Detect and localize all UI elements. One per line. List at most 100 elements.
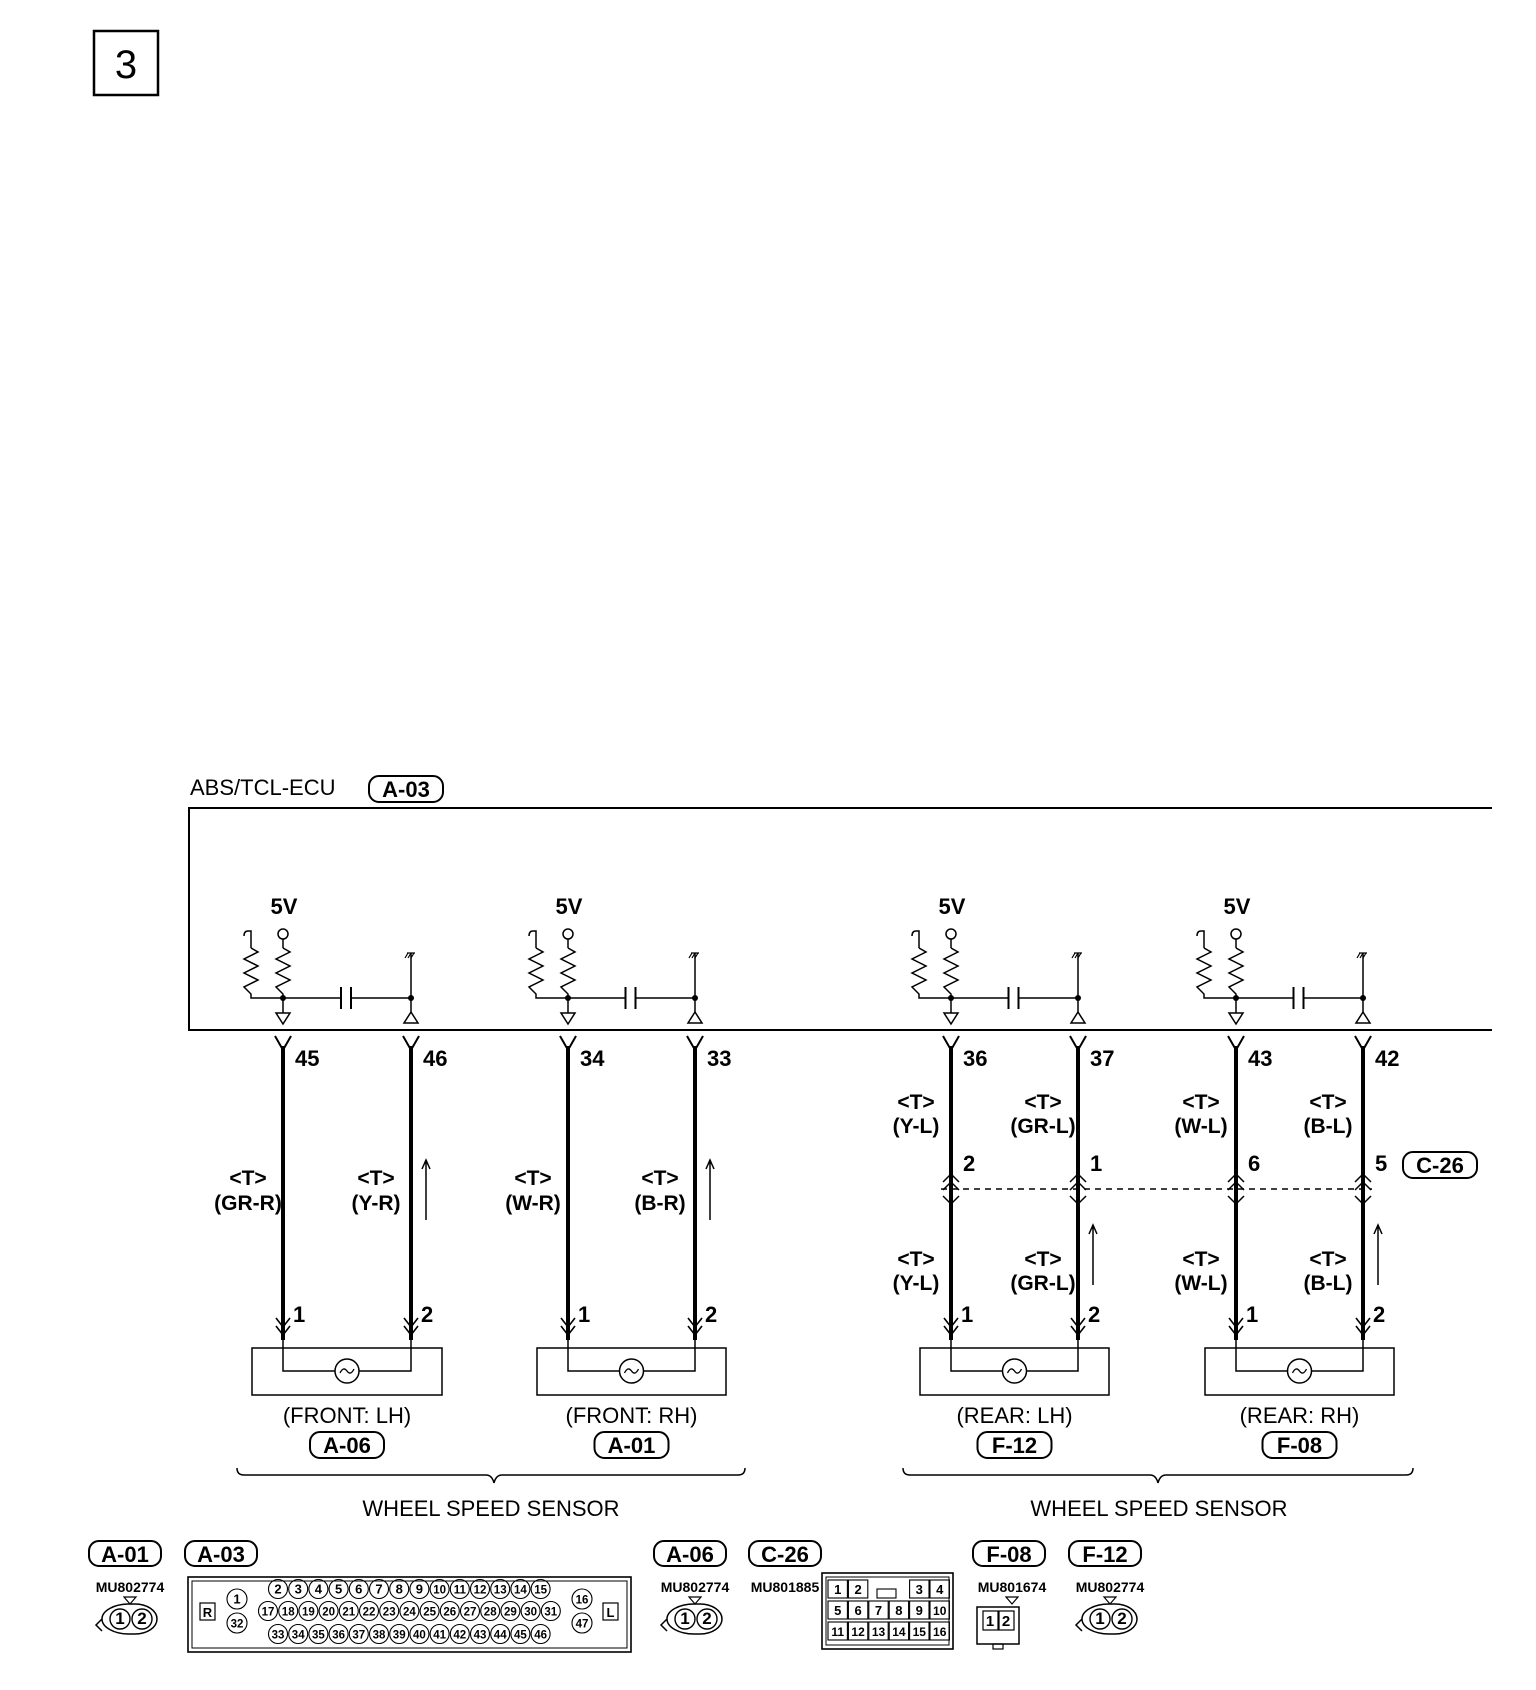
- sensor-pin-arrow: [1228, 1317, 1244, 1337]
- sensor-body: [536, 1347, 727, 1396]
- wire-37: 372<T>(GR-L)<T>(GR-L)1: [1010, 1035, 1114, 1340]
- sensor-pin-number: 1: [578, 1302, 590, 1327]
- ac-generator-symbol: [618, 1358, 645, 1384]
- pin-circle: [500, 1600, 521, 1622]
- ecu-label: ABS/TCL-ECU: [190, 775, 335, 800]
- ac-generator-symbol: [1001, 1358, 1028, 1384]
- sensor-body: [1204, 1347, 1395, 1396]
- supply-terminal: [945, 928, 957, 940]
- pin-circle: [278, 1600, 299, 1622]
- connector-id: A-03: [197, 1542, 245, 1567]
- wire-color-bottom: (Y-L): [893, 1272, 940, 1295]
- bias-resistor: [1195, 947, 1236, 999]
- pin-circle: [358, 1600, 380, 1622]
- pin-number: 42: [453, 1630, 466, 1642]
- pin-number: 28: [484, 1607, 497, 1619]
- sensor-pin-number: 1: [961, 1302, 973, 1327]
- pin-number: 1: [834, 1582, 841, 1597]
- input-triangle: [1069, 1010, 1087, 1024]
- pin-number: 5: [335, 1582, 342, 1597]
- pin-cell: [847, 1621, 869, 1641]
- pin-circle: [409, 1578, 430, 1600]
- pin-cell: [868, 1621, 889, 1641]
- pin-circle: [348, 1578, 369, 1600]
- output-triangle: [1227, 1012, 1245, 1026]
- pin-circle: [480, 1600, 501, 1622]
- pin-circle: [490, 1623, 511, 1645]
- sensor-A-06: (FRONT: LH)A-06: [251, 1340, 443, 1459]
- pin-number: 2: [274, 1582, 281, 1597]
- bias-resistor: [910, 947, 951, 999]
- pin-number: 34: [292, 1630, 305, 1642]
- ecu-pin-number: 43: [1248, 1046, 1272, 1071]
- output-triangle: [274, 1012, 292, 1026]
- pin-circle: [510, 1623, 531, 1645]
- wire-color-top: (B-L): [1304, 1115, 1353, 1138]
- sensor-connector: F-08: [1277, 1433, 1322, 1458]
- wire-tag: <T>: [229, 1167, 266, 1190]
- pin-circle: [368, 1578, 390, 1600]
- pin-number: 2: [1002, 1613, 1010, 1630]
- group-label-front: WHEEL SPEED SENSOR: [362, 1496, 619, 1521]
- pin-cell: [998, 1610, 1015, 1631]
- chassis-ground: [1071, 952, 1082, 959]
- pin-number: 5: [834, 1603, 841, 1618]
- ecu-pin-number: 34: [580, 1046, 605, 1071]
- pin-number: 3: [916, 1582, 923, 1597]
- pin-number: 45: [514, 1630, 527, 1642]
- pin-number: 2: [1117, 1609, 1126, 1628]
- pin-number: 1: [1095, 1609, 1104, 1628]
- pullup-resistor: [942, 947, 960, 998]
- ecu-pin-number: 42: [1375, 1046, 1399, 1071]
- pin-number: 36: [332, 1630, 345, 1642]
- pullup-resistor: [274, 947, 292, 998]
- pin-cell: [888, 1600, 910, 1620]
- pin-circle: [257, 1600, 279, 1622]
- connector-id: A-01: [101, 1542, 149, 1567]
- pin-cell: [888, 1621, 910, 1641]
- pin-cell: [929, 1579, 950, 1599]
- pin-circle: [131, 1608, 153, 1630]
- pin-number: 4: [315, 1582, 323, 1597]
- connector-id-pill: [184, 1540, 258, 1567]
- pin-number: 35: [312, 1630, 325, 1642]
- sensor-connector-pill: [309, 1431, 385, 1459]
- output-triangle: [559, 1012, 577, 1026]
- pin-number: 21: [342, 1607, 355, 1619]
- ecu-pin-number: 36: [963, 1046, 987, 1071]
- ecu-pin-fork: [274, 1035, 292, 1053]
- pin-number: 39: [393, 1630, 406, 1642]
- ecu-circuit-1: 5V: [527, 894, 704, 1026]
- pin-number: 6: [355, 1582, 362, 1597]
- page-number: 3: [115, 43, 137, 87]
- ecu-circuit-3: 5V: [1195, 894, 1372, 1026]
- group-bracket-front: [236, 1467, 746, 1484]
- sensor-pin-arrow: [275, 1317, 291, 1337]
- sensor-pin-arrow: [687, 1317, 703, 1337]
- pin-circle: [449, 1578, 470, 1600]
- pin-number: 25: [423, 1607, 436, 1619]
- pin-number: 12: [474, 1585, 487, 1597]
- sensor-pin-number: 2: [421, 1302, 433, 1327]
- pin-number: 11: [454, 1585, 467, 1597]
- sensor-connector-pill: [593, 1431, 670, 1459]
- lock-tab: [876, 1588, 897, 1599]
- sensor-pin-number: 1: [1246, 1302, 1258, 1327]
- pin-number: 44: [494, 1630, 507, 1642]
- connector-shell: [1074, 1603, 1138, 1635]
- pin-number: 14: [892, 1625, 906, 1639]
- pin-circle: [540, 1600, 561, 1622]
- c26-pin-symbol: [942, 1172, 960, 1206]
- sensor-connector-pill: [1261, 1431, 1338, 1459]
- pin-circle: [399, 1600, 420, 1622]
- connector-shell: [94, 1603, 158, 1635]
- wire-tag: <T>: [514, 1167, 551, 1190]
- c26-pin-number: 2: [963, 1151, 975, 1176]
- pin-circle: [288, 1578, 309, 1600]
- wire-tag: <T>: [1024, 1091, 1061, 1114]
- connector-id-pill: [88, 1540, 162, 1567]
- connector-shell: [821, 1572, 954, 1650]
- pin-circle: [288, 1623, 309, 1645]
- pin-number: 27: [464, 1607, 477, 1619]
